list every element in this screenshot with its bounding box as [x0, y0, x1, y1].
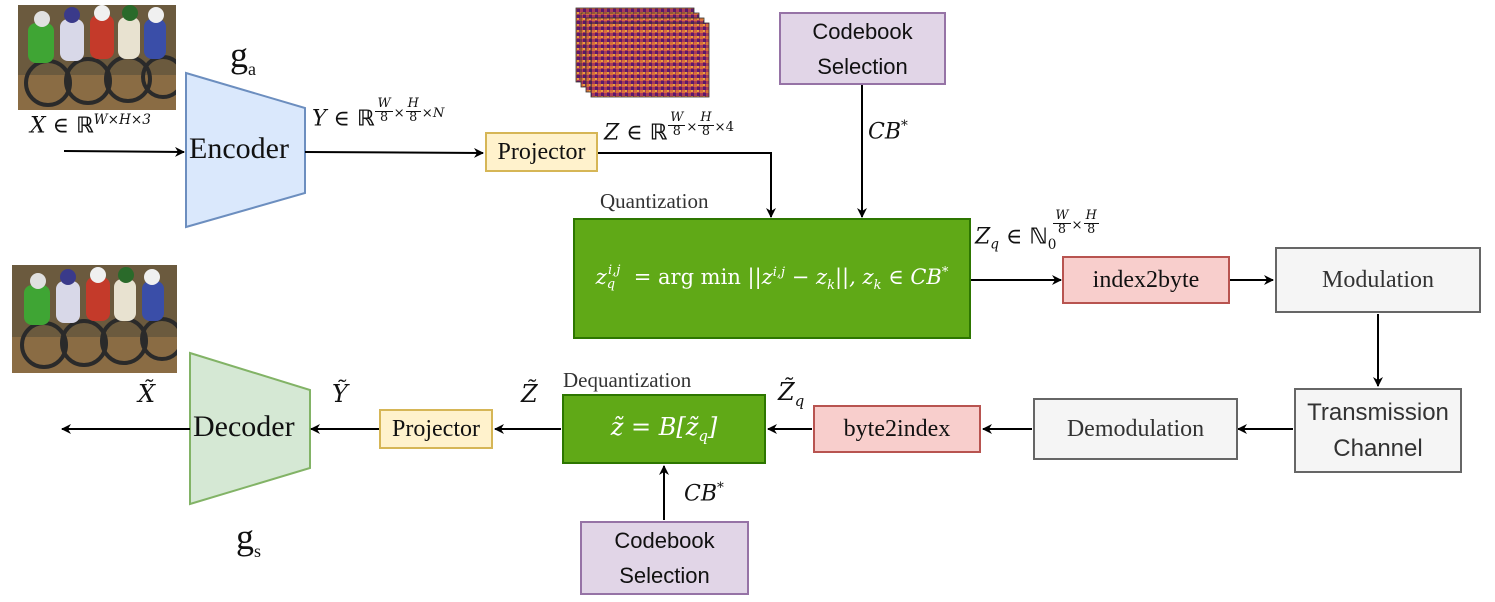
codebook-selection-bottom-box: Codebook Selection — [580, 521, 749, 595]
input-image — [18, 5, 176, 110]
codebook-bottom-line1: Codebook — [614, 528, 715, 553]
cb-star-bottom-label: CB* — [684, 480, 724, 507]
dequantization-title: Dequantization — [563, 368, 692, 392]
projector-bottom-label: Projector — [392, 415, 480, 442]
decoder-label: Decoder — [193, 410, 295, 443]
zq-tilde-label: Z̃q — [778, 378, 805, 410]
cb-star-top-label: CB* — [868, 118, 908, 145]
modulation-box: Modulation — [1275, 247, 1481, 313]
encoder-label: Encoder — [189, 132, 289, 165]
edge-projector-quant — [598, 152, 776, 218]
codebook-top-line1: Codebook — [812, 18, 913, 44]
decoder-shape — [189, 351, 311, 506]
x-input-label: X ∈ ℝW×H×3 — [30, 112, 151, 139]
index2byte-label: index2byte — [1092, 266, 1200, 293]
transmission-channel-line2: Channel — [1333, 434, 1423, 462]
codebook-bottom-line2: Selection — [619, 563, 710, 588]
demodulation-box: Demodulation — [1033, 398, 1238, 460]
encoder-shape — [185, 71, 306, 229]
dequantization-formula: z̃ = B[z̃q] — [610, 413, 718, 445]
z-tilde-label: Z̃ — [521, 380, 538, 408]
gs-label: gs — [236, 517, 262, 562]
projector-top-label: Projector — [497, 138, 586, 165]
edge-input-encoder — [63, 146, 185, 157]
byte2index-box: byte2index — [813, 405, 981, 453]
y-tilde-label: Ỹ — [332, 380, 348, 408]
transmission-channel-box: Transmission Channel — [1294, 388, 1462, 473]
quantization-title: Quantization — [600, 189, 709, 213]
ga-label: ga — [230, 35, 256, 80]
codebook-top-line2: Selection — [817, 53, 908, 79]
edge-encoder-projector — [304, 147, 484, 158]
reconstructed-image — [12, 265, 177, 373]
byte2index-label: byte2index — [843, 415, 951, 442]
x-tilde-label: X̃ — [138, 380, 156, 408]
codebook-selection-top-box: Codebook Selection — [779, 12, 946, 85]
projector-bottom-box: Projector — [379, 409, 493, 449]
dequantization-box: z̃ = B[z̃q] — [562, 394, 766, 464]
projector-top-box: Projector — [485, 132, 598, 172]
quantization-formula: zqi,j = arg min ||zi,j − zk||, zk ∈ CB* — [595, 263, 949, 294]
modulation-label: Modulation — [1322, 266, 1434, 293]
index2byte-box: index2byte — [1062, 256, 1230, 304]
feature-map-stack — [574, 6, 714, 102]
demodulation-label: Demodulation — [1066, 415, 1205, 442]
quantization-box: zqi,j = arg min ||zi,j − zk||, zk ∈ CB* — [573, 218, 971, 339]
transmission-channel-line1: Transmission — [1307, 398, 1449, 426]
